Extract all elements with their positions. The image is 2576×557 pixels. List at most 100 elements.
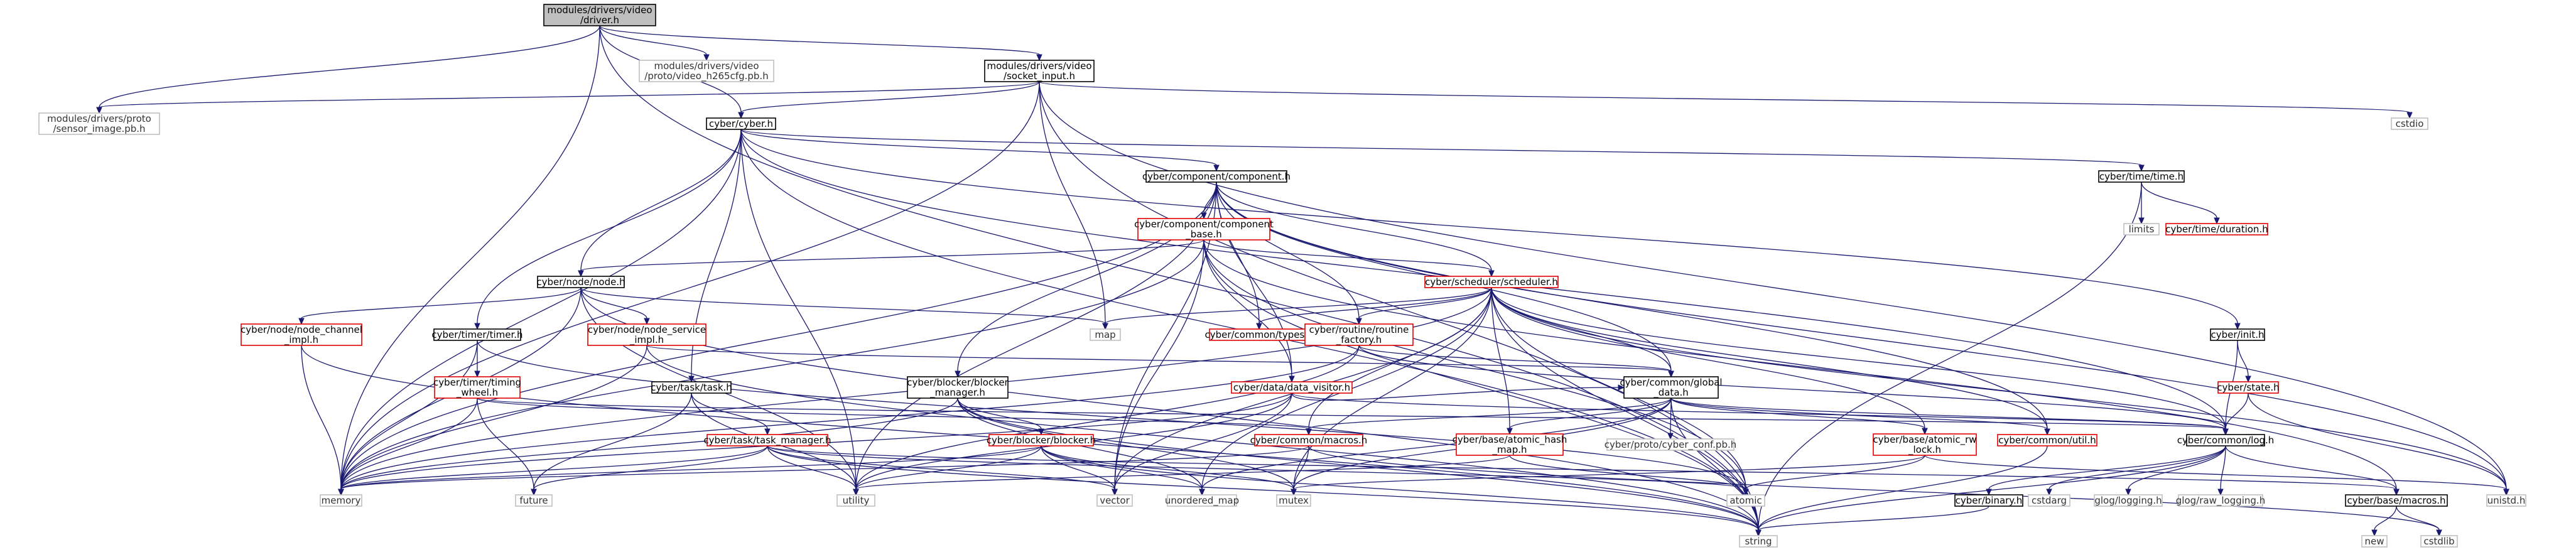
edge-taskmgr-to-memory xyxy=(338,445,768,496)
node-state[interactable]: cyber/state.h xyxy=(2217,381,2280,394)
node-label-line: unistd.h xyxy=(2487,495,2526,506)
node-macros[interactable]: cyber/common/macros.h xyxy=(1250,434,1368,446)
edge-line xyxy=(1041,445,1759,531)
node-task[interactable]: cyber/task/task.h xyxy=(651,381,732,394)
edge-line xyxy=(533,445,768,490)
node-label-line: atomic xyxy=(1729,495,1762,506)
edge-line xyxy=(1670,397,1759,531)
node-global[interactable]: cyber/common/global_data.h xyxy=(1620,376,1723,399)
node-visitor[interactable]: cyber/data/data_visitor.h xyxy=(1231,381,1353,394)
edge-arrowhead xyxy=(2138,165,2145,172)
edge-arrowhead xyxy=(2217,489,2224,496)
node-box xyxy=(543,4,656,26)
edge-arrowhead xyxy=(2371,529,2378,537)
edge-line xyxy=(1670,397,2226,430)
node-timeh[interactable]: cyber/time/time.h xyxy=(2098,170,2185,183)
edge-cyber-to-init xyxy=(740,129,2241,330)
node-rwlock[interactable]: cyber/base/atomic_rw_lock.h xyxy=(1873,433,1977,456)
node-label-line: cyber/node/node_channel xyxy=(241,324,362,336)
node-label-line: _map.h xyxy=(1491,444,1527,456)
edge-line xyxy=(1216,181,2507,490)
node-hashmap[interactable]: cyber/base/atomic_hash_map.h xyxy=(1453,433,1567,456)
node-types[interactable]: cyber/common/types.h xyxy=(1204,328,1314,341)
node-routine[interactable]: cyber/routine/routine_factory.h xyxy=(1304,323,1414,346)
node-taskmgr[interactable]: cyber/task/task_manager.h xyxy=(703,434,831,446)
node-binary[interactable]: cyber/binary.h xyxy=(1954,494,2023,507)
edge-line xyxy=(2048,445,2226,490)
node-label-line: cyber/cyber.h xyxy=(709,118,773,129)
node-box xyxy=(1623,376,1719,399)
node-log[interactable]: cyber/common/log.h xyxy=(2177,434,2275,446)
edge-task-to-taskmgr xyxy=(691,392,771,436)
node-label-line: map xyxy=(1095,329,1115,340)
node-cyber[interactable]: cyber/cyber.h xyxy=(706,117,776,130)
edge-line xyxy=(1041,445,1115,490)
edge-arrowhead xyxy=(1743,489,1749,496)
node-glog: glog/logging.h xyxy=(2094,494,2163,507)
edge-line xyxy=(340,397,958,490)
node-string: string xyxy=(1739,535,1778,548)
node-box xyxy=(1090,328,1121,341)
edges-layer xyxy=(96,25,2509,537)
edge-line xyxy=(2374,506,2397,531)
edge-line xyxy=(1358,287,1492,319)
edge-line xyxy=(2248,392,2507,490)
edge-arrowhead xyxy=(2138,217,2145,225)
edge-line xyxy=(1308,445,2440,531)
node-sched[interactable]: cyber/scheduler/scheduler.h xyxy=(1424,276,1559,288)
edge-arrowhead xyxy=(1256,323,1262,330)
node-root[interactable]: modules/drivers/video/driver.h xyxy=(543,4,656,26)
node-nodesvc[interactable]: cyber/node/node_service_impl.h xyxy=(587,323,706,346)
node-node[interactable]: cyber/node/node.h xyxy=(536,276,625,288)
edge-line xyxy=(1216,181,1360,319)
node-compbase[interactable]: cyber/component/component_base.h xyxy=(1134,218,1274,241)
edge-line xyxy=(1041,445,1203,490)
node-box xyxy=(1137,218,1270,241)
node-sock[interactable]: modules/drivers/video/socket_input.h xyxy=(984,60,1095,82)
node-label-line: cyber/binary.h xyxy=(1956,495,2023,506)
edge-line xyxy=(1293,287,1492,490)
edge-arrowhead xyxy=(703,54,710,62)
node-box xyxy=(1096,494,1133,507)
node-blockmgr[interactable]: cyber/blocker/blocker_manager.h xyxy=(907,376,1009,399)
edge-arrowhead xyxy=(578,270,584,278)
node-box xyxy=(2391,117,2428,130)
edge-init-to-state xyxy=(2237,340,2251,383)
edge-line xyxy=(740,129,2238,324)
edge-line xyxy=(1203,239,1759,531)
node-timer[interactable]: cyber/timer/timer.h xyxy=(431,328,523,341)
edge-sched-to-map xyxy=(1102,287,1492,330)
edge-line xyxy=(1258,287,1492,324)
node-init[interactable]: cyber/init.h xyxy=(2210,328,2265,341)
node-box xyxy=(2098,170,2185,183)
edge-line xyxy=(580,239,1204,271)
node-box xyxy=(2217,381,2279,394)
edge-line xyxy=(740,129,2142,166)
edge-arrowhead xyxy=(1668,370,1674,378)
edge-line xyxy=(599,25,1040,55)
edge-arrowhead xyxy=(2234,323,2241,330)
edge-global-to-log xyxy=(1670,397,2229,436)
edge-line xyxy=(855,445,1042,490)
edge-blockmgr-to-memory xyxy=(338,397,958,496)
node-comp[interactable]: cyber/component/component.h xyxy=(1142,170,1291,183)
edge-arrowhead xyxy=(1289,376,1295,383)
node-label-line: cyber/base/atomic_hash xyxy=(1453,434,1567,446)
node-label-line: cyber/node/node_service xyxy=(588,324,706,336)
edge-root-to-memory xyxy=(338,25,600,496)
node-duration[interactable]: cyber/time/duration.h xyxy=(2165,223,2268,235)
node-blocker[interactable]: cyber/blocker/blocker.h xyxy=(987,434,1096,446)
edge-line xyxy=(1039,81,2507,490)
node-nodech[interactable]: cyber/node/node_channel_impl.h xyxy=(241,323,362,346)
node-timing[interactable]: cyber/timer/timing_wheel.h xyxy=(433,376,521,399)
edge-line xyxy=(767,445,1746,490)
edge-arrowhead xyxy=(738,112,744,119)
edge-line xyxy=(740,129,1217,166)
edge-global-to-hashmap xyxy=(1507,397,1672,435)
node-box xyxy=(2210,328,2265,341)
edge-line xyxy=(580,287,1106,324)
edge-sched-to-util xyxy=(1491,287,2050,436)
node-basemacros[interactable]: cyber/base/macros.h xyxy=(2345,494,2448,507)
node-util[interactable]: cyber/common/util.h xyxy=(1997,434,2097,446)
